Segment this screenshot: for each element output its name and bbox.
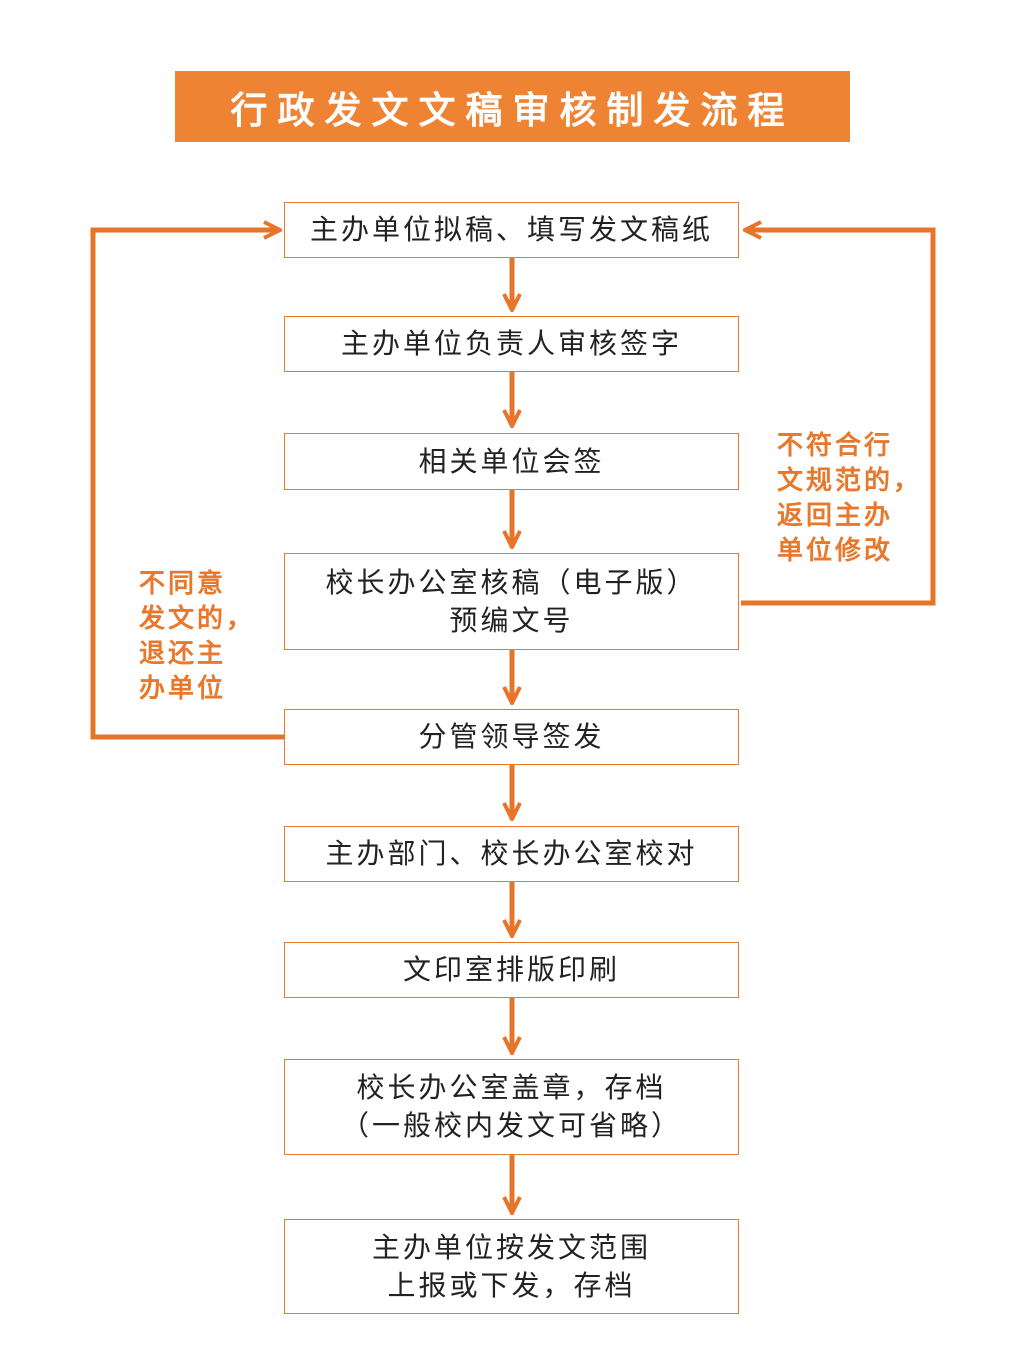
note-return-right: 不符合行 文规范的， 返回主办 单位修改 [777, 431, 923, 566]
return-arrow-right [741, 230, 936, 606]
page-title: 行政发文文稿审核制发流程 [175, 71, 850, 142]
step-distribute: 主办单位按发文范围 上报或下发，存档 [284, 1219, 739, 1314]
step-seal-archive: 校长办公室盖章，存档 （一般校内发文可省略） [284, 1059, 739, 1155]
step-unit-head-review: 主办单位负责人审核签字 [284, 316, 739, 372]
return-arrow-left [90, 230, 284, 740]
step-proofread: 主办部门、校长办公室校对 [284, 826, 739, 882]
step-countersign: 相关单位会签 [284, 433, 739, 490]
note-return-left: 不同意 发文的， 退还主 办单位 [139, 569, 256, 704]
step-leader-sign: 分管领导签发 [284, 709, 739, 765]
step-print: 文印室排版印刷 [284, 942, 739, 998]
step-draft: 主办单位拟稿、填写发文稿纸 [284, 202, 739, 258]
step-office-review: 校长办公室核稿（电子版） 预编文号 [284, 553, 739, 650]
